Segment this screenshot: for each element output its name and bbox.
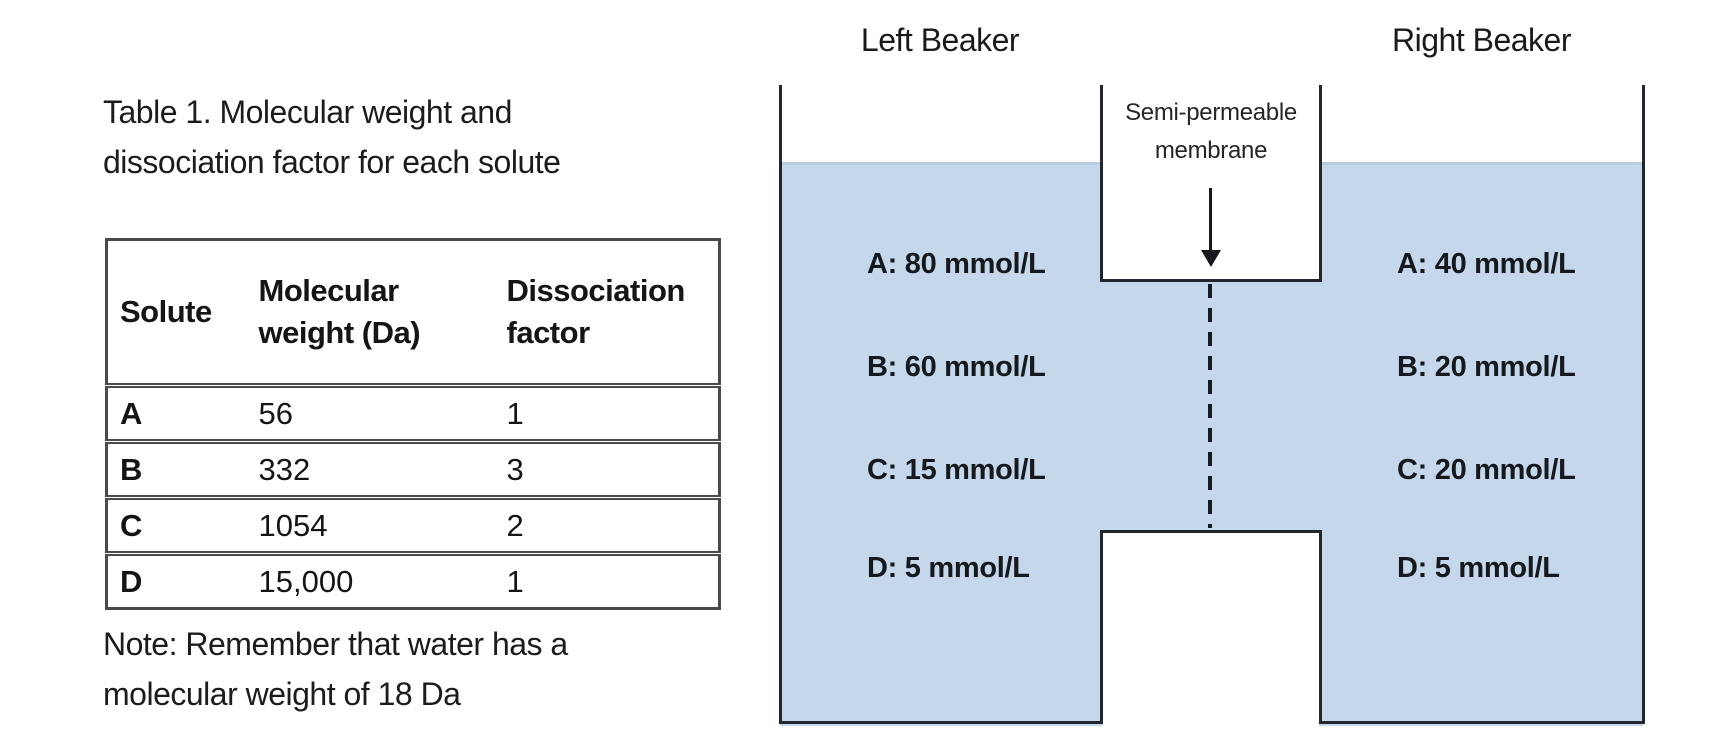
cell-molecular-weight: 15,000 [246, 551, 495, 609]
cell-solute: A [106, 383, 247, 442]
cell-solute: C [106, 495, 247, 554]
col-header-solute: Solute [120, 294, 212, 330]
cell-solute: D [106, 551, 247, 609]
left-beaker-outer-wall [779, 85, 782, 724]
left-beaker-title: Left Beaker [860, 22, 1020, 58]
channel-floor-line [1100, 530, 1322, 533]
right-beaker-outer-wall [1642, 85, 1645, 724]
cell-molecular-weight: 332 [246, 439, 495, 498]
right-beaker-title: Right Beaker [1392, 22, 1571, 58]
down-arrow-icon [1209, 188, 1212, 250]
semi-permeable-membrane-dashed-line [1208, 284, 1212, 528]
membrane-label: Semi-permeable membrane [1125, 99, 1297, 164]
table-header-row: Solute Molecular weight (Da) Dissociatio… [107, 240, 720, 386]
solute-table: Solute Molecular weight (Da) Dissociatio… [105, 238, 721, 610]
table-row: C 1054 2 [106, 495, 720, 554]
left-beaker-bottom [779, 721, 1103, 724]
cell-molecular-weight: 56 [246, 383, 495, 442]
right-beaker-inner-wall-top [1319, 85, 1322, 282]
table-row: A 56 1 [106, 383, 720, 442]
right-concentration-a: A: 40 mmol/L [1397, 248, 1576, 280]
left-beaker-inner-wall-bottom [1100, 530, 1103, 724]
cell-dissociation-factor: 1 [494, 551, 720, 609]
right-beaker-inner-wall-bottom [1319, 530, 1322, 724]
left-beaker-inner-wall-top [1100, 85, 1103, 282]
left-concentration-b: B: 60 mmol/L [867, 351, 1046, 383]
left-concentration-a: A: 80 mmol/L [867, 248, 1046, 280]
right-concentration-d: D: 5 mmol/L [1397, 552, 1560, 584]
channel-ceiling-line [1100, 279, 1322, 282]
right-concentration-b: B: 20 mmol/L [1397, 351, 1576, 383]
col-header-molecular-weight: Molecular weight (Da) [258, 273, 421, 350]
table-row: D 15,000 1 [106, 551, 720, 609]
cell-solute: B [106, 439, 247, 498]
col-header-dissociation-factor: Dissociation factor [506, 273, 686, 350]
cell-dissociation-factor: 3 [494, 439, 720, 498]
cell-molecular-weight: 1054 [246, 495, 495, 554]
right-beaker-bottom [1319, 721, 1645, 724]
right-concentration-c: C: 20 mmol/L [1397, 454, 1576, 486]
down-arrow-head-icon [1201, 250, 1221, 267]
left-concentration-d: D: 5 mmol/L [867, 552, 1030, 584]
note-text: Note: Remember that water has a molecula… [103, 626, 568, 712]
left-concentration-c: C: 15 mmol/L [867, 454, 1046, 486]
table-row: B 332 3 [106, 439, 720, 498]
beaker-divider-notch [1103, 533, 1319, 740]
cell-dissociation-factor: 1 [494, 383, 720, 442]
table-caption: Table 1. Molecular weight and dissociati… [103, 94, 561, 180]
cell-dissociation-factor: 2 [494, 495, 720, 554]
